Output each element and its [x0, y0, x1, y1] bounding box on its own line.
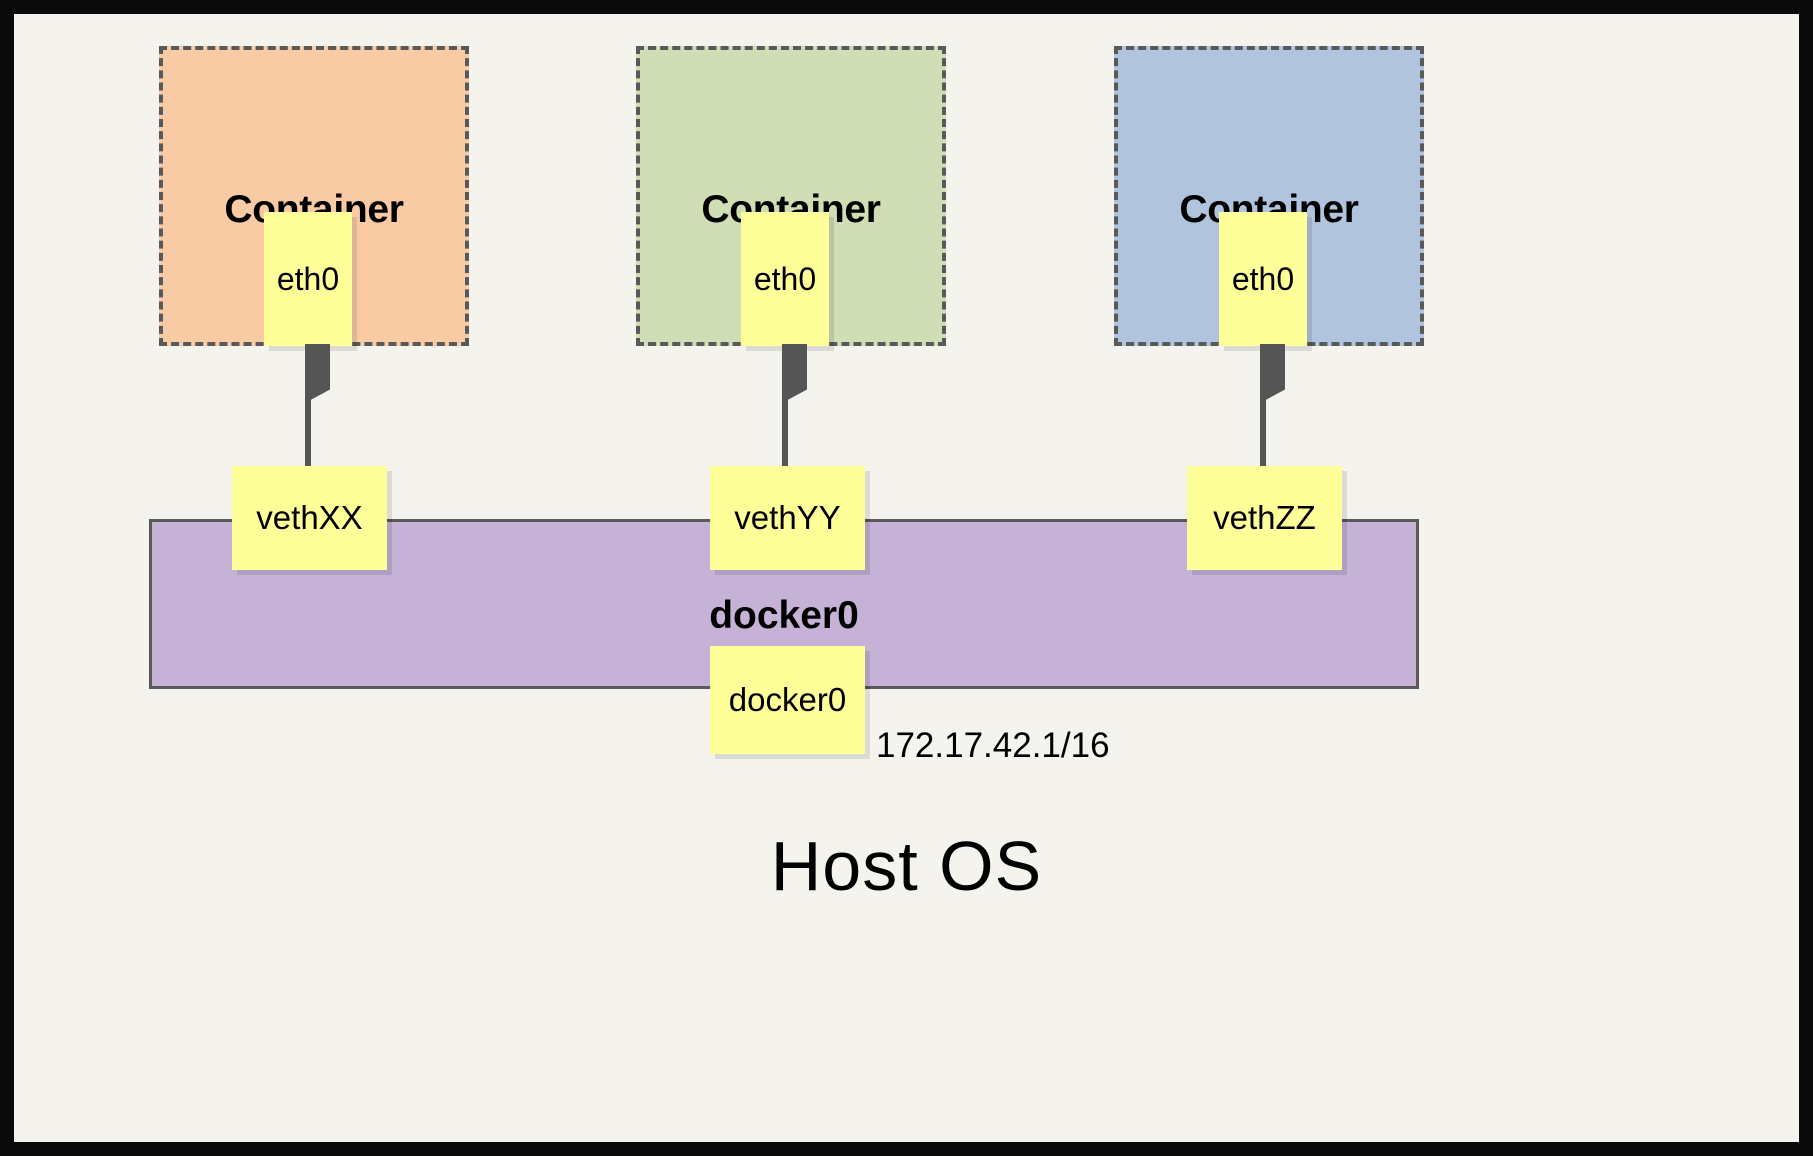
eth0-box-3: eth0 — [1219, 212, 1307, 346]
eth0-label-2: eth0 — [753, 260, 817, 297]
veth-label-1: vethXX — [256, 499, 363, 536]
veth-label-3: vethZZ — [1213, 499, 1316, 536]
host-os-region: Container eth0 Container eth0 Container … — [14, 14, 1799, 1142]
eth0-box-2: eth0 — [741, 212, 829, 346]
eth0-label-3: eth0 — [1231, 260, 1295, 297]
veth-label-2: vethYY — [734, 499, 841, 536]
docker0-interface-label: docker0 — [728, 681, 847, 718]
docker0-interface-box: docker0 — [710, 646, 865, 754]
docker0-bridge-label: docker0 — [709, 594, 859, 637]
veth-box-2: vethYY — [710, 466, 865, 570]
eth0-box-1: eth0 — [264, 212, 352, 346]
eth0-label-1: eth0 — [276, 260, 340, 297]
veth-box-3: vethZZ — [1187, 466, 1342, 570]
host-os-title: Host OS — [770, 827, 1043, 905]
veth-box-1: vethXX — [232, 466, 387, 570]
docker0-ip-label: 172.17.42.1/16 — [876, 726, 1110, 765]
